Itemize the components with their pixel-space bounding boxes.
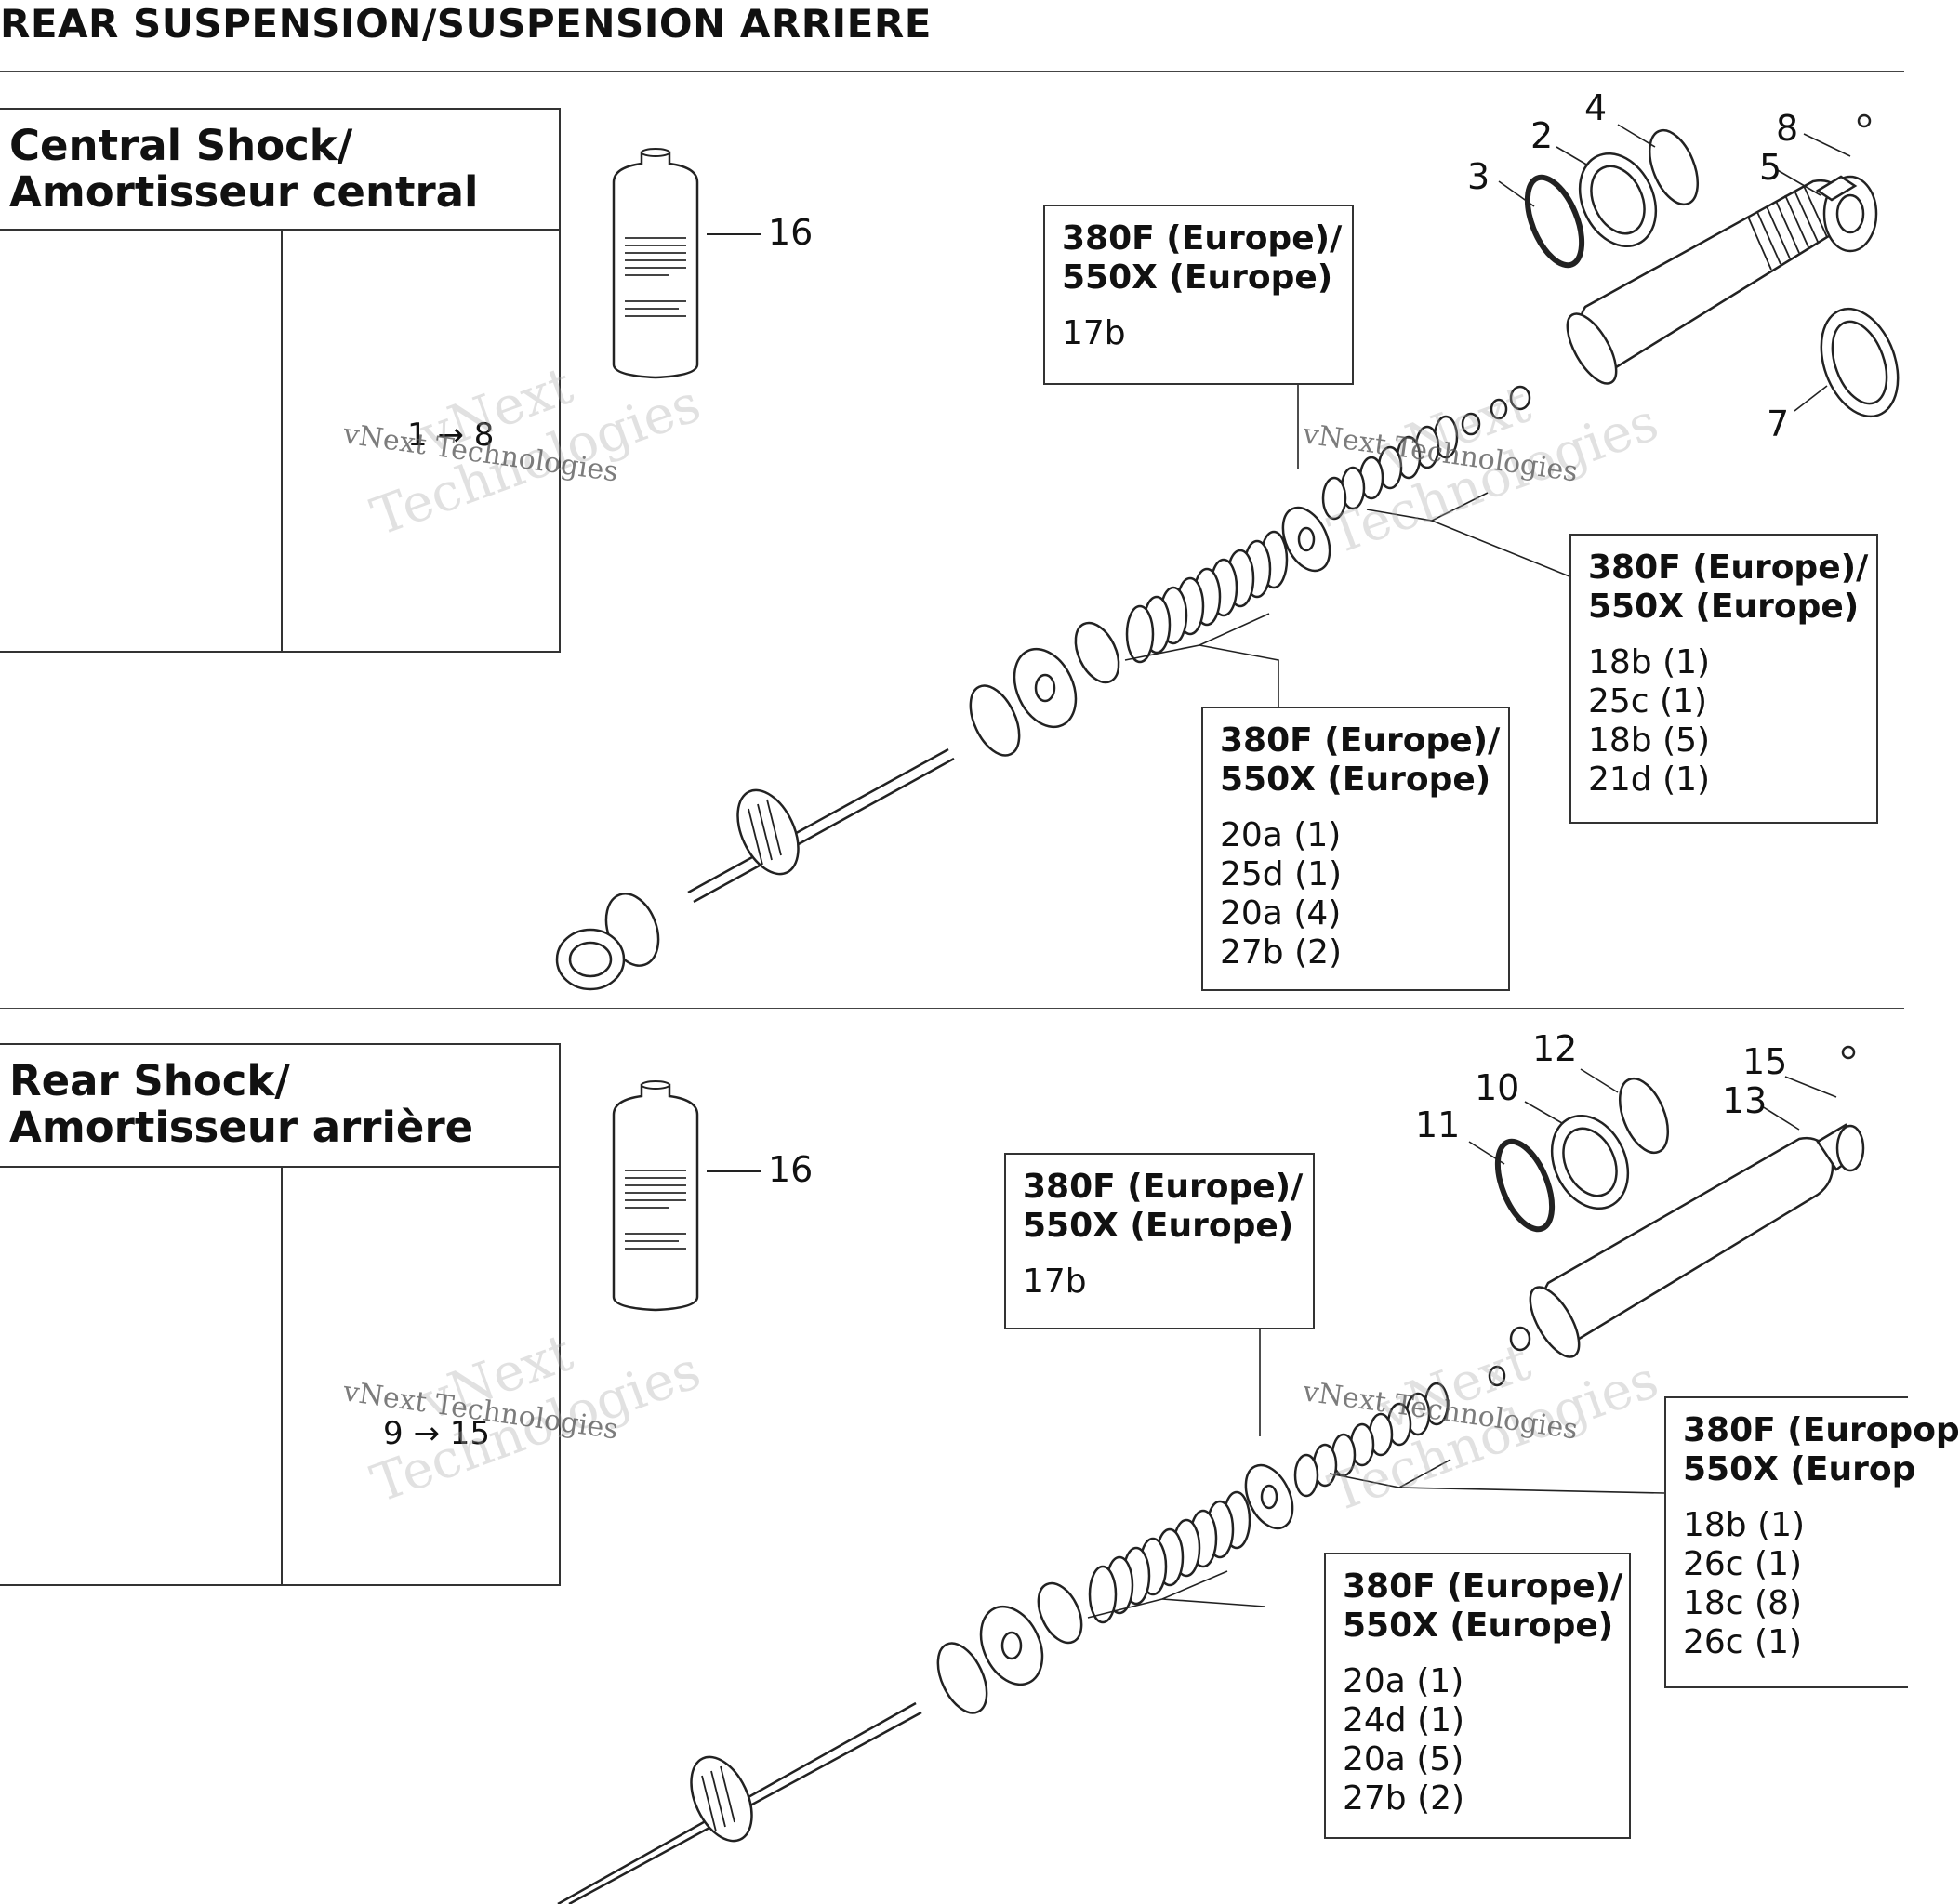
callout-3: 3 — [1467, 156, 1490, 197]
section-title-line: Central Shock/ — [9, 121, 353, 170]
label-header: 550X (Europe) — [1588, 588, 1860, 626]
central-parts-range-label: 1 → 8 — [407, 416, 495, 454]
callout-16-rear: 16 — [768, 1149, 814, 1190]
section-title-line: Rear Shock/ — [9, 1056, 290, 1105]
central-thumbnail-panel — [0, 229, 561, 653]
part-ref: 26c (1) — [1683, 1623, 1803, 1661]
part-ref: 25c (1) — [1588, 682, 1708, 721]
label-header: 550X (Europe) — [1023, 1207, 1294, 1245]
part-ref: 20a (5) — [1343, 1740, 1464, 1778]
part-ref: 17b — [1062, 314, 1126, 352]
label-box-s1-b: 380F (Europe)/550X (Europe) 18b (1) 25c … — [1569, 534, 1878, 824]
part-ref: 20a (1) — [1220, 816, 1342, 854]
label-header: 380F (Europe)/ — [1062, 219, 1343, 258]
label-header: 550X (Europe) — [1062, 258, 1333, 297]
callout-16: 16 — [768, 212, 814, 253]
label-header: 380F (Europe)/ — [1588, 549, 1869, 587]
label-header: 380F (Europe)/ — [1220, 721, 1501, 760]
label-box-s2-c: 380F (Europe)/550X (Europe) 20a (1) 24d … — [1324, 1553, 1631, 1839]
section-divider — [0, 1008, 1904, 1009]
section-title-central-shock: Central Shock/ Amortisseur central — [0, 108, 561, 231]
part-ref: 20a (1) — [1343, 1662, 1464, 1700]
callout-12: 12 — [1532, 1028, 1578, 1069]
callout-7: 7 — [1767, 403, 1790, 444]
callout-10: 10 — [1475, 1067, 1520, 1108]
section-title-line: Amortisseur arrière — [9, 1103, 474, 1152]
oil-bottle-icon — [612, 147, 699, 379]
part-ref: 26c (1) — [1683, 1545, 1803, 1583]
part-ref: 27b (2) — [1343, 1779, 1465, 1818]
rear-parts-range-label: 9 → 15 — [383, 1415, 490, 1452]
label-box-s1-a: 380F (Europe)/550X (Europe) 17b — [1043, 205, 1354, 385]
page-title: REAR SUSPENSION/SUSPENSION ARRIERE — [0, 1, 932, 46]
label-box-s2-a: 380F (Europe)/550X (Europe) 17b — [1004, 1153, 1315, 1329]
callout-13: 13 — [1722, 1080, 1768, 1121]
section-title-rear-shock: Rear Shock/ Amortisseur arrière — [0, 1043, 561, 1168]
part-ref: 21d (1) — [1588, 760, 1711, 799]
part-ref: 18b (1) — [1683, 1506, 1806, 1544]
part-ref: 17b — [1023, 1263, 1087, 1301]
label-header: 550X (Europ — [1683, 1450, 1916, 1488]
callout-2: 2 — [1530, 115, 1554, 156]
label-header: 380F (Europop — [1683, 1411, 1960, 1449]
callout-15: 15 — [1742, 1041, 1788, 1082]
central-shock-exploded-icon — [555, 113, 1900, 991]
label-header: 380F (Europe)/ — [1023, 1168, 1304, 1206]
part-ref: 20a (4) — [1220, 894, 1342, 932]
oil-bottle-icon-2 — [612, 1079, 699, 1312]
label-header: 380F (Europe)/ — [1343, 1567, 1623, 1606]
label-header: 550X (Europe) — [1220, 760, 1491, 799]
part-ref: 25d (1) — [1220, 855, 1343, 893]
callout-5: 5 — [1759, 147, 1782, 188]
part-ref: 18b (5) — [1588, 721, 1711, 760]
title-divider — [0, 71, 1904, 72]
label-header: 550X (Europe) — [1343, 1606, 1614, 1645]
rear-shock-exploded-icon — [557, 1045, 1865, 1904]
part-ref: 18c (8) — [1683, 1584, 1803, 1622]
part-ref: 27b (2) — [1220, 933, 1343, 972]
callout-4: 4 — [1584, 87, 1608, 128]
part-ref: 18b (1) — [1588, 643, 1711, 681]
section-title-line: Amortisseur central — [9, 167, 479, 217]
rear-thumbnail-panel — [0, 1166, 561, 1586]
label-box-s1-c: 380F (Europe)/550X (Europe) 20a (1) 25d … — [1201, 707, 1510, 991]
callout-11: 11 — [1415, 1104, 1461, 1145]
part-ref: 24d (1) — [1343, 1701, 1465, 1739]
callout-8: 8 — [1776, 108, 1799, 149]
